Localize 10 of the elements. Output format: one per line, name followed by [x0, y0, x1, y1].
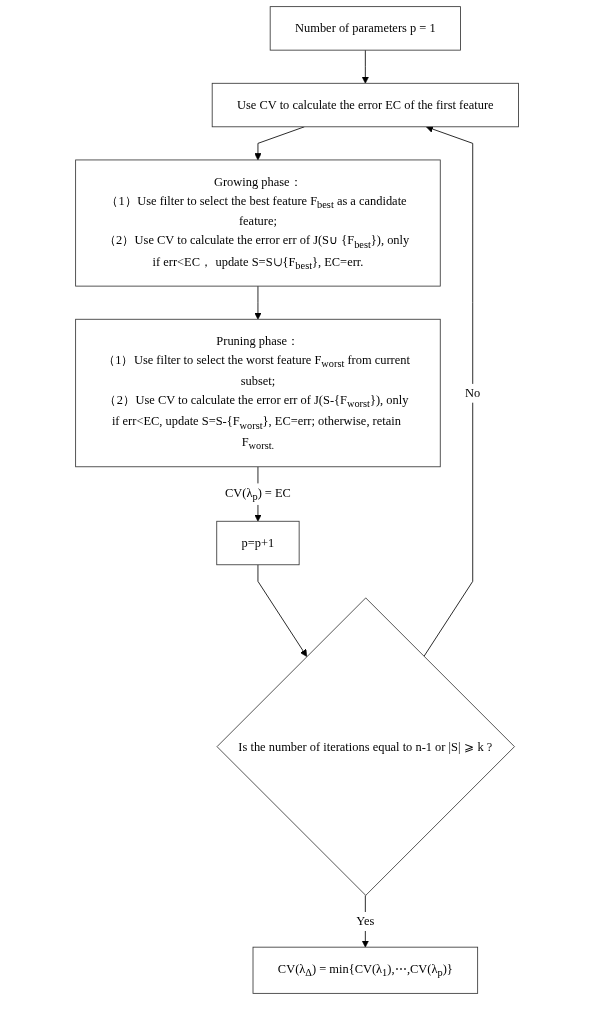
edge-label: CV(λ$_{p}$) = EC [224, 485, 291, 503]
node-box: p=p+1 [216, 520, 300, 566]
node-box: CV(λ$_{Δ}$) = min{CV(λ$_{1}$),⋯,CV(λ$_{p}$)} [252, 946, 478, 994]
edge-label: No [465, 386, 481, 400]
node-diamond: Is the number of iterations equal to n-1 or |S| ⩾ k ? [216, 597, 515, 896]
edge-label: Yes [356, 914, 375, 928]
node-box: Pruning phase： （1）Use filter to select the worst feature F$_{worst}$ from current subset; （2）Use CV to calculate the error err of J(S-{F$_{worst}$}), only if err<EC, update S=S-{F$_{worst}$}, EC=err; otherwise, retain F$_{worst.}$ [75, 318, 441, 468]
node-box: Number of parameters p = 1 [269, 6, 461, 51]
node-box: Growing phase： （1）Use filter to select the best feature F$_{best}$ as a candidate feature; （2）Use CV to calculate the error err of J(S∪ {F$_{best}$}), only if err<EC， update S=S∪{F$_{best}$}, EC=err. [75, 159, 441, 287]
node-box: Use CV to calculate the error EC of the first feature [211, 82, 519, 128]
